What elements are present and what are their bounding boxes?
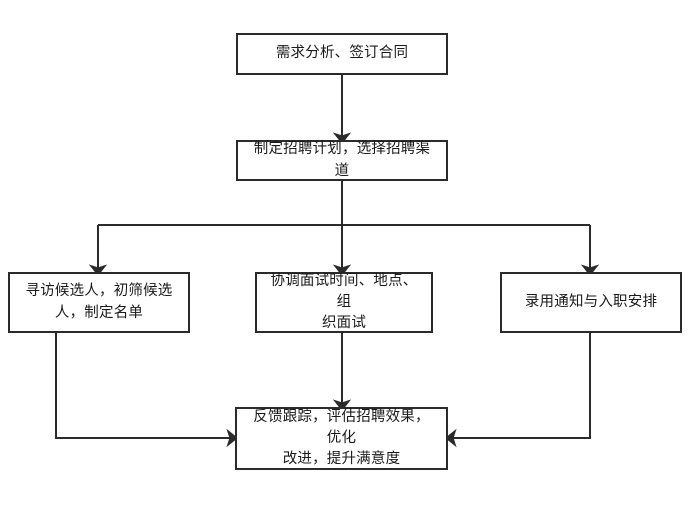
edge-sourcing-to-feedback (55, 333, 238, 448)
node-requirement-analysis[interactable]: 需求分析、签订合同 (236, 33, 448, 75)
node-candidate-sourcing-label: 寻访候选人，初筛候选 人，制定名单 (25, 283, 173, 321)
node-interview-coordination-label: 协调面试时间、地点、组 织面试 (270, 272, 418, 332)
node-offer-onboarding-label: 录用通知与入职安排 (524, 293, 658, 310)
edge-offer-to-feedback (445, 333, 591, 448)
node-recruitment-plan-label: 制定招聘计划，选择招聘渠道 (253, 141, 431, 179)
node-recruitment-plan[interactable]: 制定招聘计划，选择招聘渠道 (236, 140, 448, 181)
node-interview-coordination[interactable]: 协调面试时间、地点、组 织面试 (255, 272, 433, 333)
node-candidate-sourcing[interactable]: 寻访候选人，初筛候选 人，制定名单 (8, 272, 190, 333)
node-feedback-tracking[interactable]: 反馈跟踪，评估招聘效果，优化 改进，提升满意度 (235, 407, 448, 470)
node-offer-onboarding[interactable]: 录用通知与入职安排 (500, 272, 682, 333)
node-requirement-analysis-label: 需求分析、签订合同 (275, 45, 409, 62)
node-feedback-tracking-label: 反馈跟踪，评估招聘效果，优化 改进，提升满意度 (253, 408, 430, 468)
